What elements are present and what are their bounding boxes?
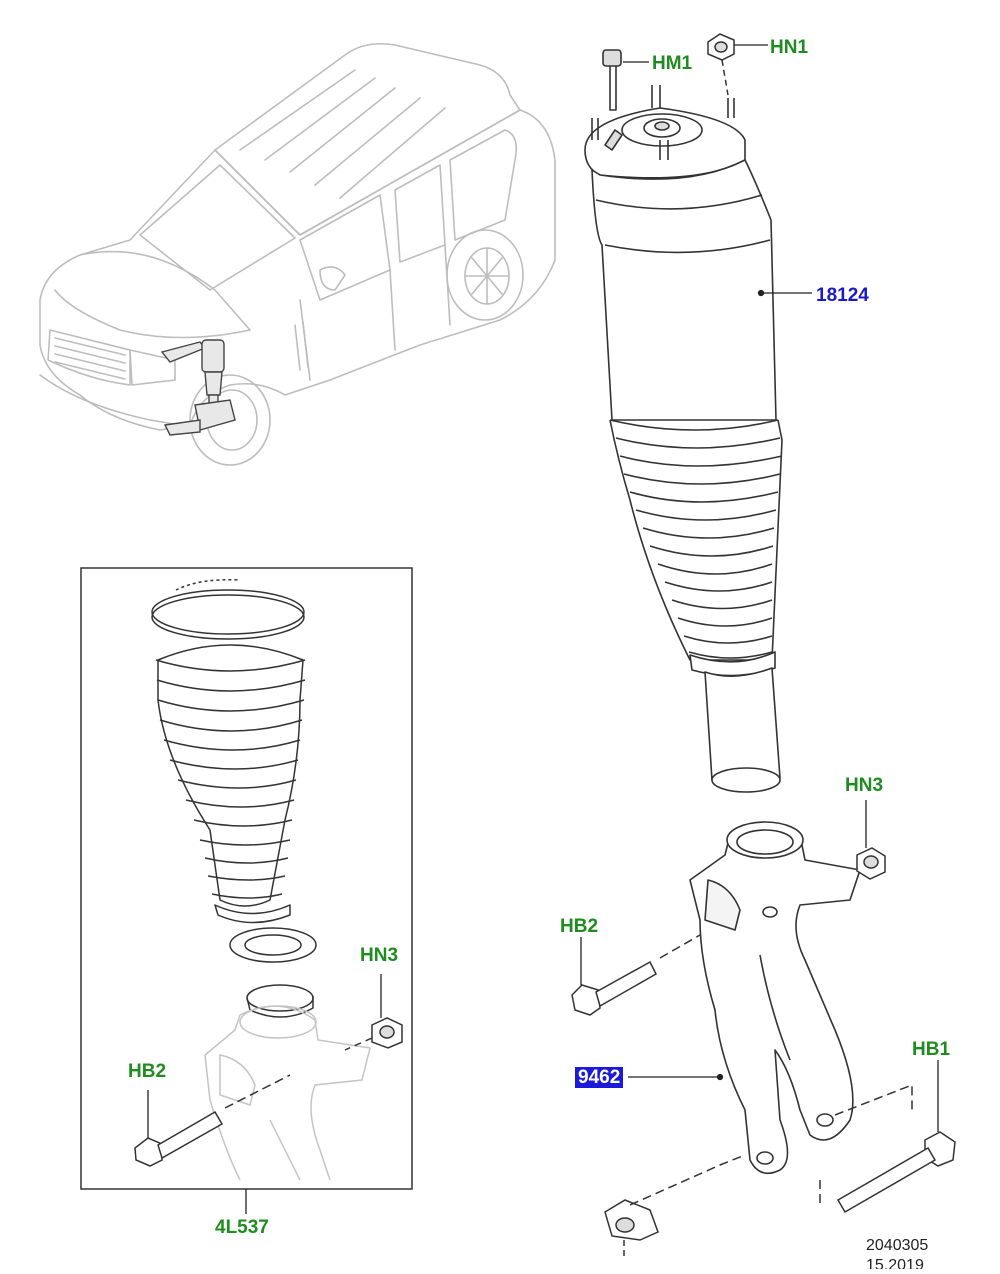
bolt-hb1-icon [819, 1083, 956, 1214]
vehicle-strut-highlight-icon [160, 339, 236, 436]
air-strut-icon [584, 49, 783, 793]
callout-hb2-right[interactable]: HB2 [560, 916, 599, 937]
steering-knuckle-icon [689, 821, 861, 1175]
nut-hn1-icon [707, 33, 735, 96]
nut-lower-icon [604, 1154, 746, 1260]
bellows-boot-icon [151, 578, 317, 1018]
bolt-hb2-left-icon [134, 1074, 291, 1167]
nut-hn3-right-icon [856, 847, 886, 880]
nut-hn3-left-icon [344, 1017, 403, 1051]
callout-hn3-left[interactable]: HN3 [360, 945, 399, 966]
callout-9462[interactable]: 9462 [573, 1066, 625, 1089]
callout-hb1[interactable]: HB1 [912, 1039, 951, 1060]
callout-hb2-left[interactable]: HB2 [128, 1061, 167, 1082]
leader-lines-right [580, 44, 939, 1132]
callout-18124[interactable]: 18124 [816, 285, 869, 306]
leader-lines-left [147, 974, 382, 1214]
callout-hn1[interactable]: HN1 [770, 37, 809, 58]
vehicle-locator-icon [39, 42, 556, 466]
illustration-number: 2040305 [866, 1237, 929, 1254]
callout-4l537[interactable]: 4L537 [215, 1217, 269, 1238]
bolt-hb2-right-icon [571, 934, 701, 1016]
callout-hn3-right[interactable]: HN3 [845, 775, 884, 796]
knuckle-ghost-icon [204, 1005, 371, 1181]
illustration-date: 15.2019 [866, 1258, 924, 1269]
callout-hm1[interactable]: HM1 [652, 53, 693, 74]
